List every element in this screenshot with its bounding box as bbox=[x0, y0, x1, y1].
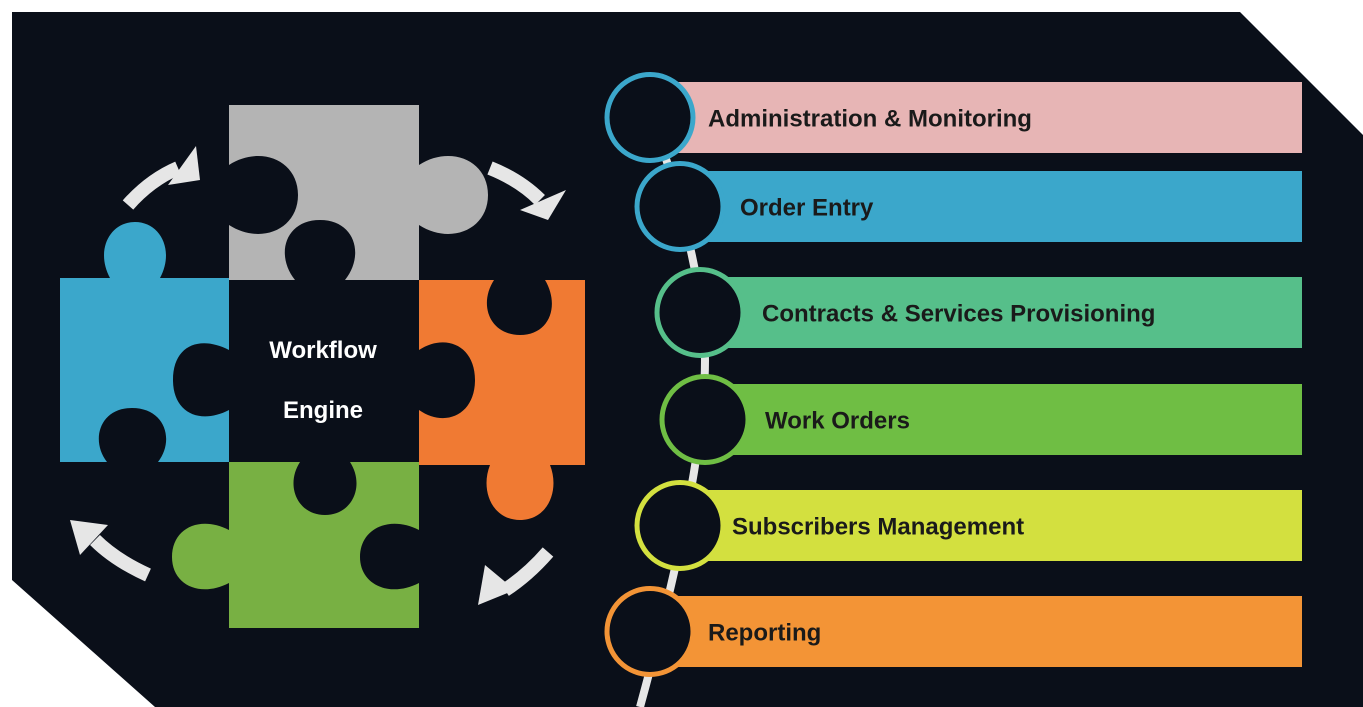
puzzle-piece-top bbox=[229, 105, 488, 280]
arrow-bottom-right-icon bbox=[478, 547, 554, 605]
puzzle-group bbox=[60, 105, 585, 628]
module-ring-icon bbox=[654, 267, 746, 358]
module-row: Contracts & Services Provisioning bbox=[654, 267, 1302, 358]
module-ring-icon bbox=[634, 161, 726, 252]
module-bar bbox=[720, 384, 1302, 455]
module-row: Order Entry bbox=[634, 161, 1302, 252]
module-label: Subscribers Management bbox=[732, 514, 1024, 541]
module-bar bbox=[700, 171, 1302, 242]
module-row: Administration & Monitoring bbox=[604, 72, 1302, 163]
module-label: Order Entry bbox=[740, 195, 874, 222]
arrow-top-left-icon bbox=[122, 146, 200, 210]
module-label: Reporting bbox=[708, 620, 821, 647]
module-ring-icon bbox=[659, 374, 751, 465]
puzzle-piece-bottom bbox=[172, 462, 419, 628]
arrow-bottom-left-icon bbox=[70, 520, 151, 582]
module-bar bbox=[720, 277, 1302, 348]
module-row: Work Orders bbox=[659, 374, 1302, 465]
puzzle-piece-left bbox=[60, 222, 229, 462]
module-bar bbox=[660, 82, 1302, 153]
module-ring-icon bbox=[634, 480, 726, 571]
cycle-arrows bbox=[70, 146, 566, 605]
center-label-line1: Workflow bbox=[269, 337, 377, 364]
module-ring-icon bbox=[604, 586, 696, 677]
module-row: Reporting bbox=[604, 586, 1302, 677]
module-bar bbox=[660, 596, 1302, 667]
module-label: Work Orders bbox=[765, 408, 910, 435]
arrow-top-right-icon bbox=[487, 161, 566, 220]
module-label: Contracts & Services Provisioning bbox=[762, 301, 1155, 328]
module-row: Subscribers Management bbox=[634, 480, 1302, 571]
module-ring-icon bbox=[604, 72, 696, 163]
center-label-line2: Engine bbox=[283, 397, 363, 424]
puzzle-piece-right bbox=[419, 280, 585, 520]
module-label: Administration & Monitoring bbox=[708, 106, 1032, 133]
module-bar bbox=[700, 490, 1302, 561]
